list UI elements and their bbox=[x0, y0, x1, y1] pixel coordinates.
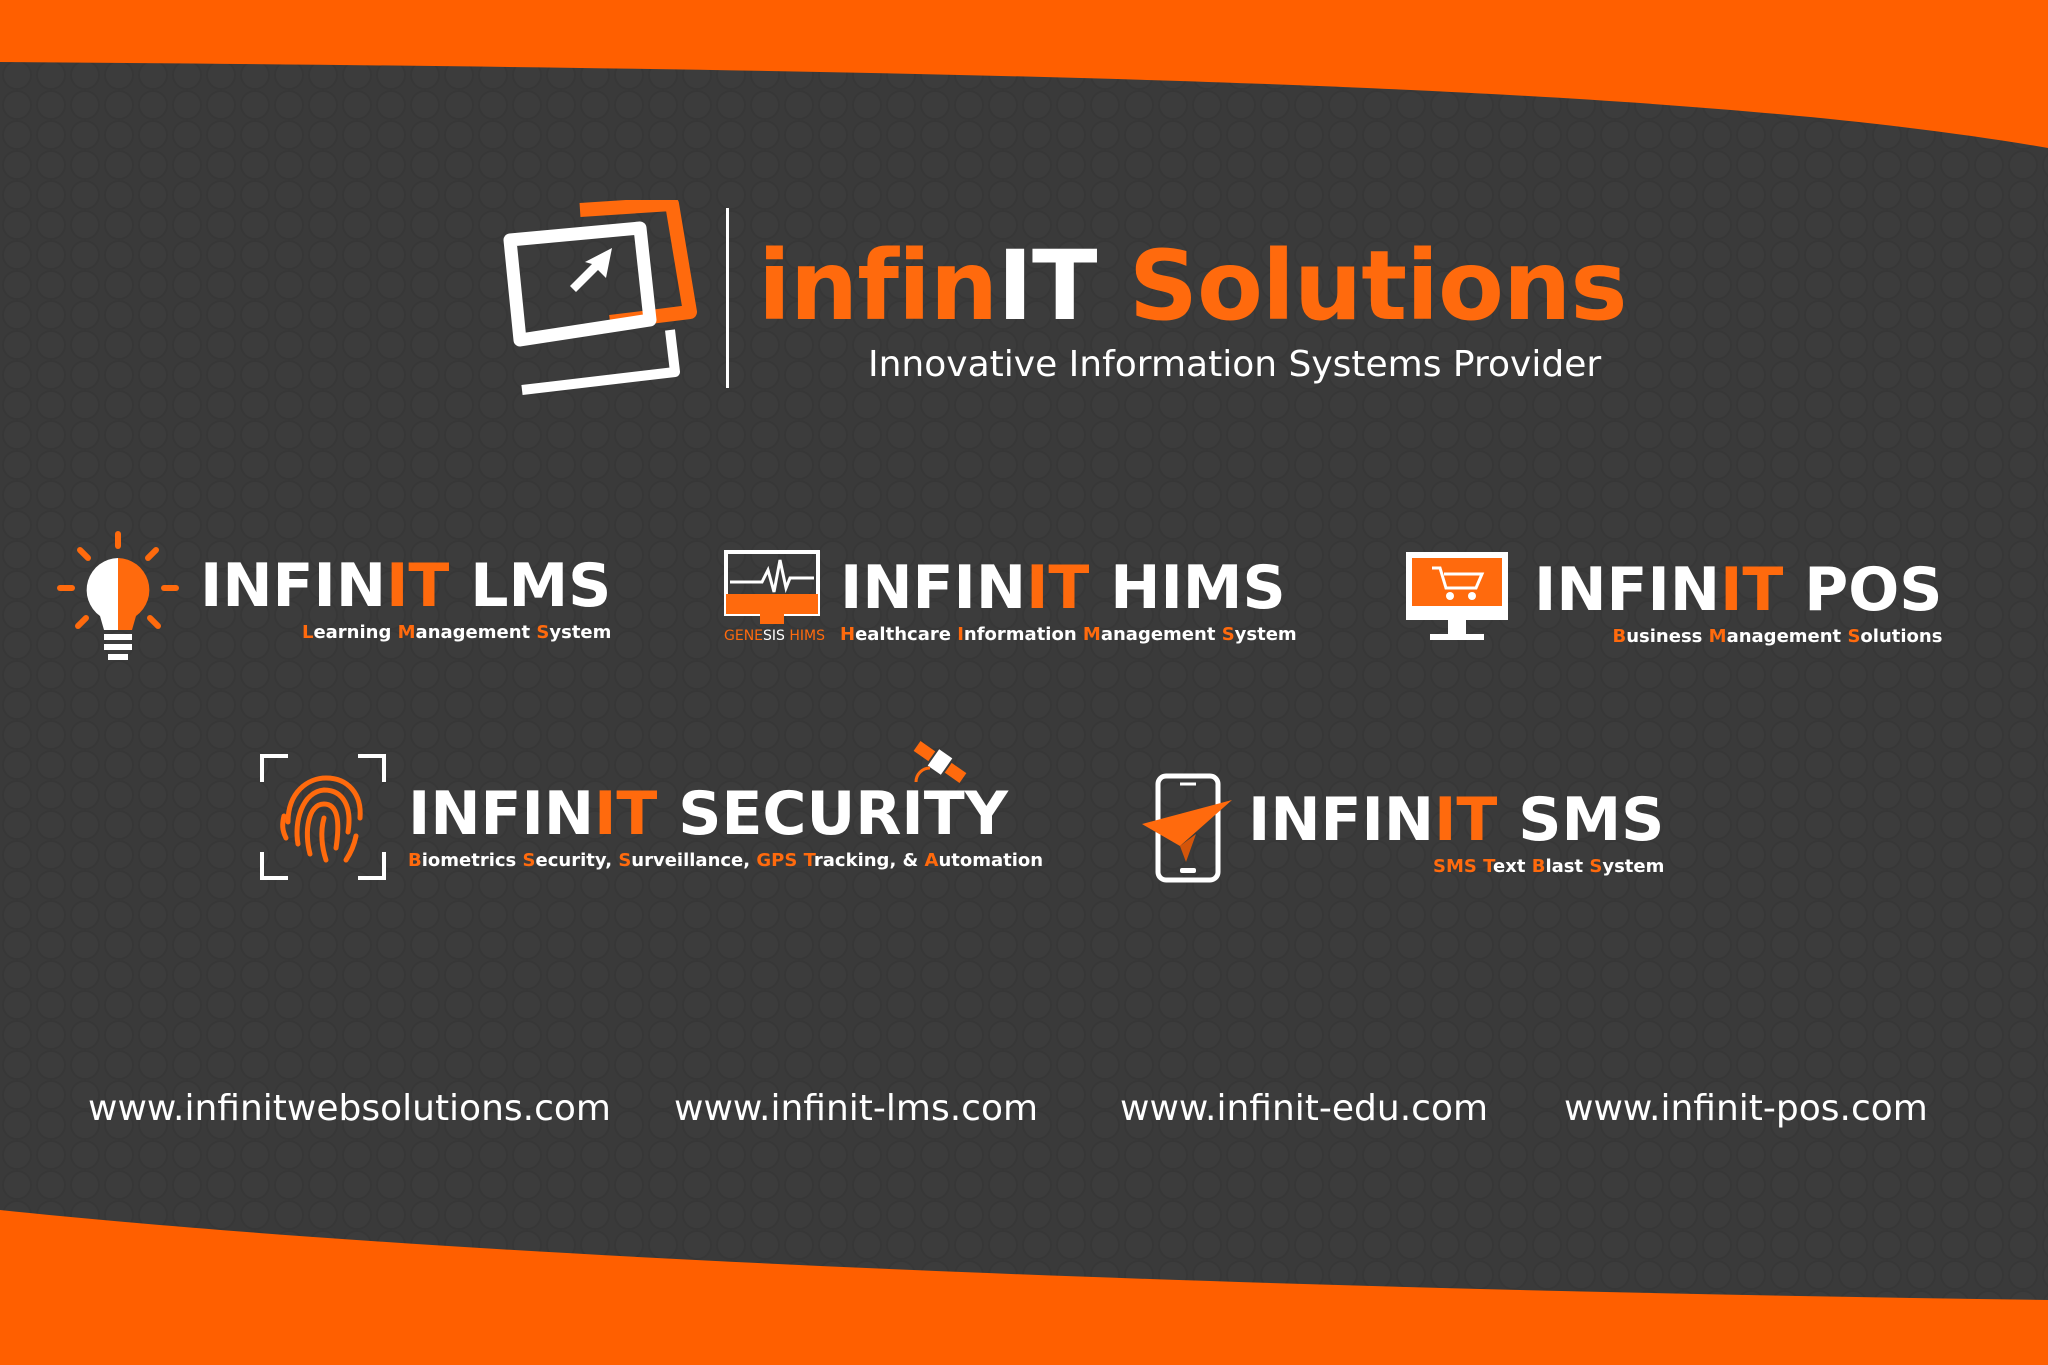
product-hims-name-b: IT bbox=[1026, 553, 1090, 623]
heartbeat-monitor-icon bbox=[724, 550, 820, 624]
product-lms-name-b: IT bbox=[386, 551, 450, 621]
brand-name-part3: Solutions bbox=[1128, 230, 1628, 342]
bottom-orange-band bbox=[0, 1210, 2048, 1365]
top-orange-band bbox=[0, 0, 2048, 148]
satellite-icon bbox=[913, 741, 967, 783]
shopping-cart-monitor-icon bbox=[1406, 552, 1508, 640]
product-sms-name-b: IT bbox=[1434, 785, 1498, 855]
product-pos-subtitle: Business Management Solutions bbox=[1612, 626, 1943, 647]
website-link-4[interactable]: www.infinit-pos.com bbox=[1564, 1088, 1928, 1129]
product-hims: INFINIT HIMS Healthcare Information Mana… bbox=[840, 558, 1297, 645]
website-link-3[interactable]: www.infinit-edu.com bbox=[1120, 1088, 1489, 1129]
product-security: INFINIT SECURITY Biometrics Security, Su… bbox=[408, 784, 1043, 871]
product-pos-name-a: INFIN bbox=[1534, 555, 1721, 625]
brand-name: infinIT Solutions bbox=[758, 238, 1627, 334]
fingerprint-icon bbox=[260, 754, 386, 880]
product-hims-subtitle: Healthcare Information Management System bbox=[840, 624, 1297, 645]
product-lms-subtitle: Learning Management System bbox=[301, 622, 612, 643]
brand-name-part2: IT bbox=[997, 230, 1097, 342]
brand-name-part1: infin bbox=[758, 230, 998, 342]
product-sms-name-c: SMS bbox=[1518, 785, 1665, 855]
lightbulb-icon bbox=[57, 531, 179, 660]
product-lms-name-c: LMS bbox=[470, 551, 612, 621]
brand-tagline: Innovative Information Systems Provider bbox=[868, 344, 1602, 385]
phone-paper-plane-icon bbox=[1142, 773, 1232, 883]
product-hims-name-c: HIMS bbox=[1110, 553, 1286, 623]
screen-cursor-icon bbox=[503, 200, 697, 395]
product-pos: INFINIT POS Business Management Solution… bbox=[1534, 560, 1942, 647]
product-security-subtitle: Biometrics Security, Surveillance, GPS T… bbox=[408, 850, 1044, 871]
product-security-name-b: IT bbox=[594, 779, 658, 849]
website-link-1[interactable]: www.infinitwebsolutions.com bbox=[88, 1088, 611, 1129]
product-pos-name-c: POS bbox=[1804, 555, 1943, 625]
product-sms-subtitle: SMS Text Blast System bbox=[1433, 856, 1665, 877]
product-sms: INFINIT SMS SMS Text Blast System bbox=[1248, 790, 1664, 877]
product-security-name-c: SECURITY bbox=[678, 779, 1009, 849]
product-lms: INFINIT LMS Learning Management System bbox=[200, 556, 611, 643]
website-link-2[interactable]: www.infinit-lms.com bbox=[674, 1088, 1039, 1129]
product-sms-name-a: INFIN bbox=[1248, 785, 1435, 855]
product-pos-name-b: IT bbox=[1720, 555, 1784, 625]
product-hims-name-a: INFIN bbox=[840, 553, 1027, 623]
product-security-name-a: INFIN bbox=[408, 779, 595, 849]
hims-icon-caption: GENESIS HIMS bbox=[724, 628, 825, 644]
logo-divider bbox=[726, 208, 729, 388]
product-lms-name-a: INFIN bbox=[200, 551, 387, 621]
